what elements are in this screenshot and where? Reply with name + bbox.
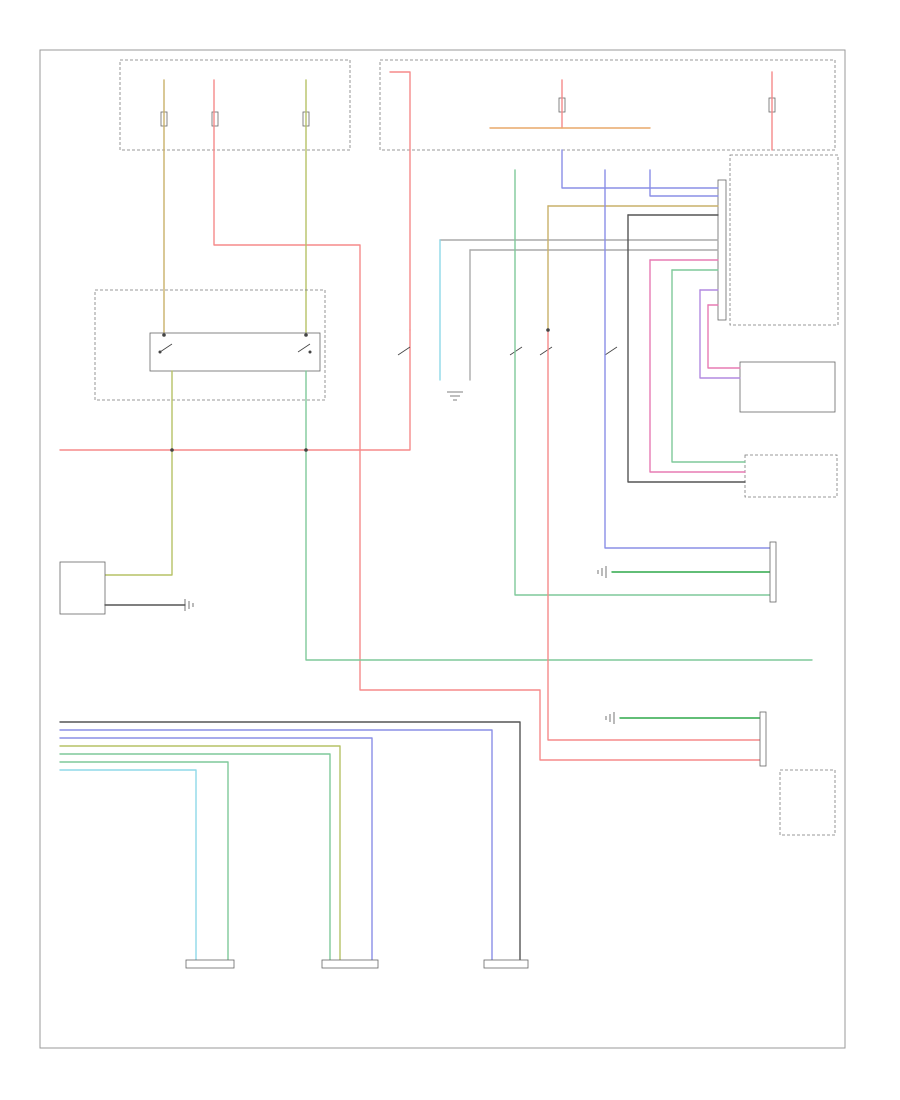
fuse-block-right (379, 59, 836, 151)
bus-line-blue-2 (59, 737, 373, 961)
wire-green-4 (514, 169, 771, 596)
splice-dot-icon (162, 333, 166, 337)
connector-icon (717, 179, 727, 321)
ground-icon (597, 566, 607, 578)
connector-icon (483, 959, 529, 969)
relay-module-left (149, 332, 321, 372)
wire-red-1 (213, 79, 761, 761)
connector-icon (769, 541, 777, 603)
wire-blue-1 (561, 149, 719, 189)
switch-icon (539, 346, 553, 356)
wire-olive-2 (104, 370, 173, 576)
switch-icon (158, 343, 173, 354)
switch-icon (509, 346, 523, 356)
connector-icon (759, 711, 767, 767)
bus-line-black (59, 721, 521, 961)
fuse-icon (211, 111, 219, 127)
wire-blue-3 (604, 169, 771, 549)
splice-dot-icon (304, 448, 308, 452)
wire-pink-3 (707, 304, 741, 369)
bus-line-blue-1 (59, 729, 493, 961)
connector-icon (185, 959, 235, 969)
switch-icon (604, 346, 618, 356)
ground-icon (184, 599, 194, 611)
diagram-frame (39, 49, 846, 1049)
ground-icon (447, 391, 463, 401)
wire-red-2 (59, 329, 411, 451)
wire-pink-4 (649, 259, 746, 473)
ac-compressor-clutch (59, 561, 106, 615)
relay-module-outline (94, 289, 326, 401)
wire-black-2 (627, 214, 746, 483)
splice-dot-icon (546, 328, 550, 332)
splice-dot-icon (170, 448, 174, 452)
wire-green-1 (305, 370, 813, 661)
bus-line-green-1 (59, 753, 331, 961)
switch-icon (297, 343, 312, 354)
ground-icon (605, 712, 615, 724)
transducer-module (744, 454, 838, 498)
bus-line-cyan (59, 769, 197, 961)
controller-module-right (779, 769, 836, 836)
splice-dot-icon (304, 333, 308, 337)
hvac-control-module (729, 154, 839, 326)
connector-icon (321, 959, 379, 969)
fuse-block-left (119, 59, 351, 151)
switch-icon (397, 346, 411, 356)
wire-red-3 (389, 71, 411, 331)
wire-green-3 (671, 269, 746, 463)
wire-blue-2 (649, 169, 719, 197)
bus-line-green-2 (59, 761, 229, 961)
wire-red-6 (547, 329, 761, 741)
bus-line-olive (59, 745, 341, 961)
wire-violet-2 (699, 289, 741, 379)
ac-pressure-switch (739, 361, 836, 413)
